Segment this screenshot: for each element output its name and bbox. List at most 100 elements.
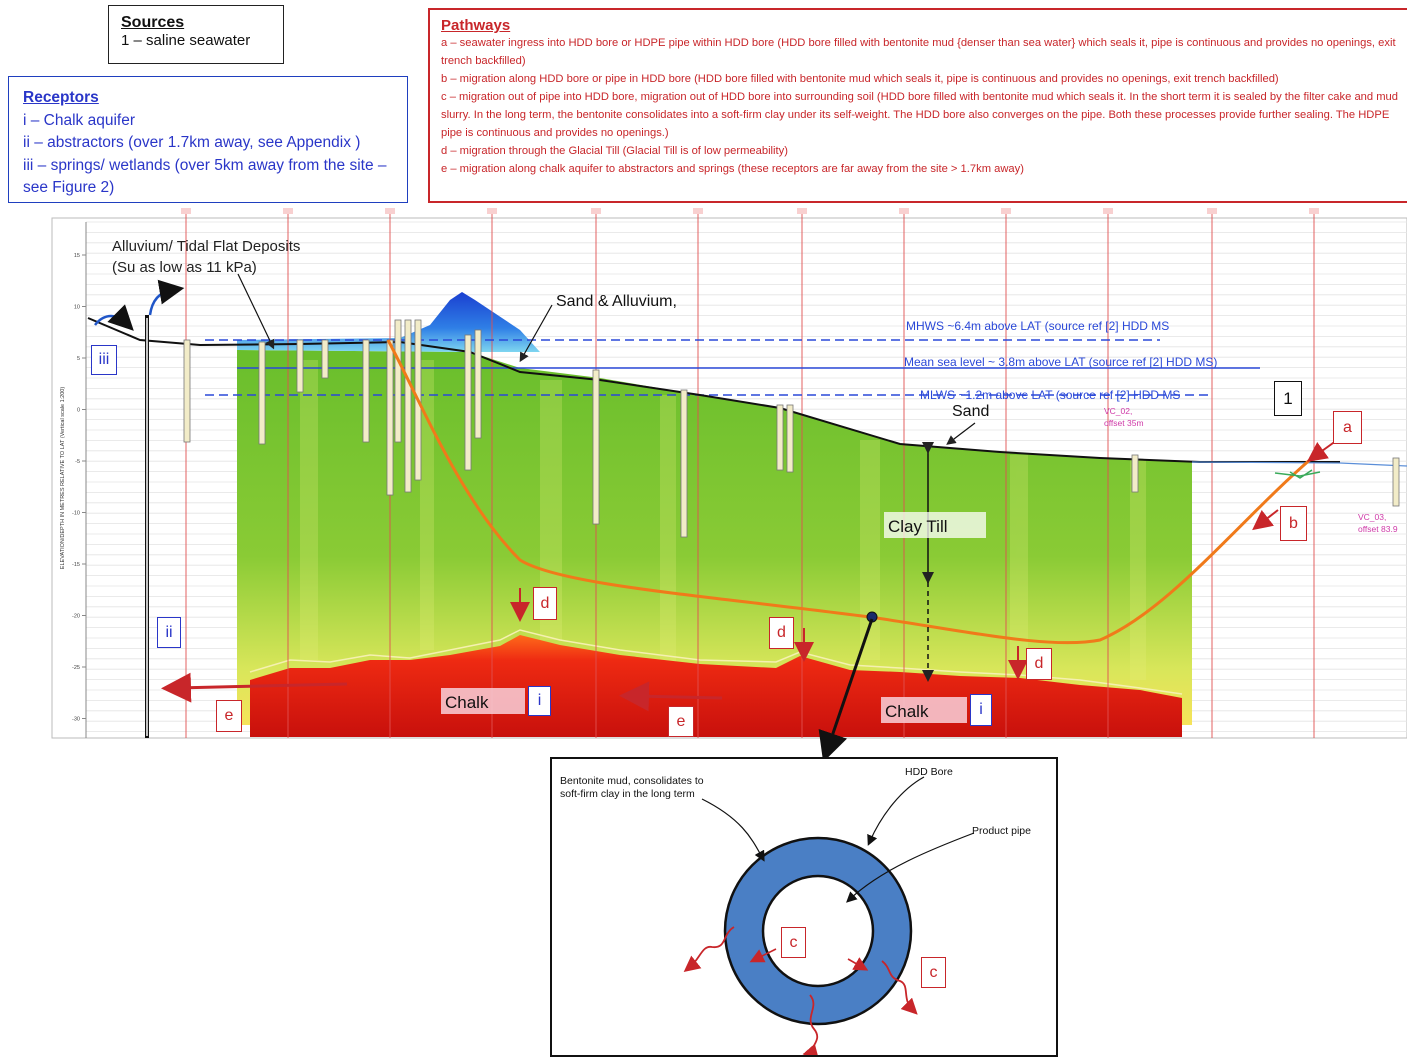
y-tick-label: -10	[72, 511, 80, 517]
vc02-offset-label: offset 35m	[1104, 418, 1144, 428]
product-pipe	[761, 874, 875, 988]
hdd-bore-inset-diagram	[683, 776, 975, 1055]
clay-till-label-bg	[884, 512, 986, 538]
migration-arrow-left	[683, 926, 735, 973]
bentonite-label: Bentonite mud, consolidates to soft-firm…	[560, 775, 704, 800]
mlws-label: MLWS ~1.2m above LAT (source ref [2] HDD…	[920, 388, 1180, 402]
borehole-log	[464, 334, 472, 471]
chainage-tag	[283, 208, 293, 214]
chainage-tag	[1309, 208, 1319, 214]
alluvium-pointer	[237, 273, 275, 350]
marker-i-right: i	[970, 694, 992, 726]
sources-title: Sources	[121, 14, 185, 31]
y-tick-label: -5	[75, 459, 80, 465]
spring-arrow-up	[148, 279, 185, 316]
marker-e-2: e	[668, 706, 694, 737]
borehole-log	[474, 329, 482, 439]
pathway-item-e: e – migration along chalk aquifer to abs…	[441, 163, 1024, 175]
vc02-label: VC_02,	[1104, 406, 1132, 416]
sand-alluvium-label: Sand & Alluvium,	[556, 293, 677, 310]
y-tick-label: -20	[72, 614, 80, 620]
receptors-box: Receptors i – Chalk aquifer ii – abstrac…	[8, 76, 408, 203]
marker-e-1: e	[216, 700, 242, 732]
source-item-1: 1 – saline seawater	[121, 32, 251, 49]
seabed-line	[1191, 461, 1407, 467]
chalk-label-bg-1	[441, 688, 525, 714]
y-tick-label: -25	[72, 665, 80, 671]
sand-label: Sand	[952, 403, 989, 420]
y-tick-label: 5	[77, 356, 80, 362]
migration-arrow-inner-left	[749, 948, 777, 963]
ground-surface-line	[87, 317, 1340, 463]
chainage-tag	[487, 208, 497, 214]
y-tick-label: 10	[74, 305, 80, 311]
chalk-flow-arrow-left	[161, 672, 348, 703]
borehole-log	[592, 369, 600, 525]
chainage-tag	[1207, 208, 1217, 214]
b-arrow	[1252, 509, 1279, 531]
inset-pointer-arrow	[818, 618, 874, 760]
marker-d-1: d	[533, 587, 557, 620]
vc03-label: VC_03,	[1358, 512, 1386, 522]
y-tick-label: 15	[74, 253, 80, 259]
borehole-log	[183, 339, 191, 443]
vc03-offset-label: offset 83.9	[1358, 524, 1398, 534]
receptor-item-ii: ii – abstractors (over 1.7km away, see A…	[23, 134, 361, 151]
y-tick-label: -30	[72, 717, 80, 723]
borehole-log	[786, 404, 794, 473]
migration-arrow-right	[881, 960, 918, 1015]
inset-marker-c-1: c	[781, 927, 806, 958]
exit-trench	[1274, 469, 1321, 479]
pathways-box: Pathways a – seawater ingress into HDD b…	[428, 8, 1407, 203]
pathway-item-a: a – seawater ingress into HDD bore or HD…	[441, 37, 1396, 67]
pathways-title: Pathways	[441, 17, 511, 34]
chainage-tag	[797, 208, 807, 214]
pathway-item-c: c – migration out of pipe into HDD bore,…	[441, 91, 1398, 139]
chalk-label-2: Chalk	[885, 702, 929, 721]
receptor-item-iii: iii – springs/ wetlands (over 5km away f…	[23, 156, 387, 197]
chainage-tag	[1103, 208, 1113, 214]
receptor-item-i: i – Chalk aquifer	[23, 111, 136, 129]
marker-d-2: d	[769, 617, 794, 649]
borehole-log	[1131, 454, 1139, 493]
chainage-tag	[899, 208, 909, 214]
pathway-item-d: d – migration through the Glacial Till (…	[441, 145, 788, 157]
borehole-log	[1392, 457, 1400, 507]
marker-d-3: d	[1026, 648, 1052, 680]
mhws-label: MHWS ~6.4m above LAT (source ref [2] HDD…	[906, 319, 1169, 333]
hdd-bore-pointer	[867, 776, 925, 846]
borehole-log	[394, 319, 402, 443]
marker-ii: ii	[157, 617, 181, 648]
receptors-title: Receptors	[23, 89, 99, 106]
migration-arrow-bottom	[802, 994, 820, 1055]
chainage-tag	[693, 208, 703, 214]
boreholes	[183, 319, 1400, 538]
inset-marker-c-2: c	[921, 957, 946, 988]
hdd-bore-label: HDD Bore	[905, 766, 953, 778]
sand-pointer	[946, 422, 976, 445]
alluvium-label-line2: (Su as low as 11 kPa)	[112, 259, 257, 276]
bentonite-pointer	[701, 798, 765, 862]
borehole-log	[296, 339, 304, 393]
borehole-log	[776, 404, 784, 471]
sources-box: Sources 1 – saline seawater	[108, 5, 284, 64]
chalk-label-1: Chalk	[445, 693, 489, 712]
chainage-tag	[591, 208, 601, 214]
alluvium-label-line1: Alluvium/ Tidal Flat Deposits	[112, 238, 300, 255]
borehole-log	[362, 339, 370, 443]
source-marker-1: 1	[1274, 381, 1302, 416]
sea-water-layer	[237, 292, 540, 352]
borehole-log	[680, 389, 688, 538]
pathway-item-b: b – migration along HDD bore or pipe in …	[441, 73, 1279, 85]
y-tick-label: 0	[77, 408, 80, 414]
chalk-flow-arrow-mid	[619, 681, 723, 712]
till-streaks	[300, 360, 1146, 680]
clay-till-label: Clay Till	[888, 517, 948, 536]
borehole-log	[386, 339, 394, 496]
marker-a: a	[1333, 411, 1362, 444]
marker-iii: iii	[91, 345, 117, 375]
spring-arrow-left	[94, 304, 134, 331]
migration-arrow-inner-right	[847, 957, 869, 971]
